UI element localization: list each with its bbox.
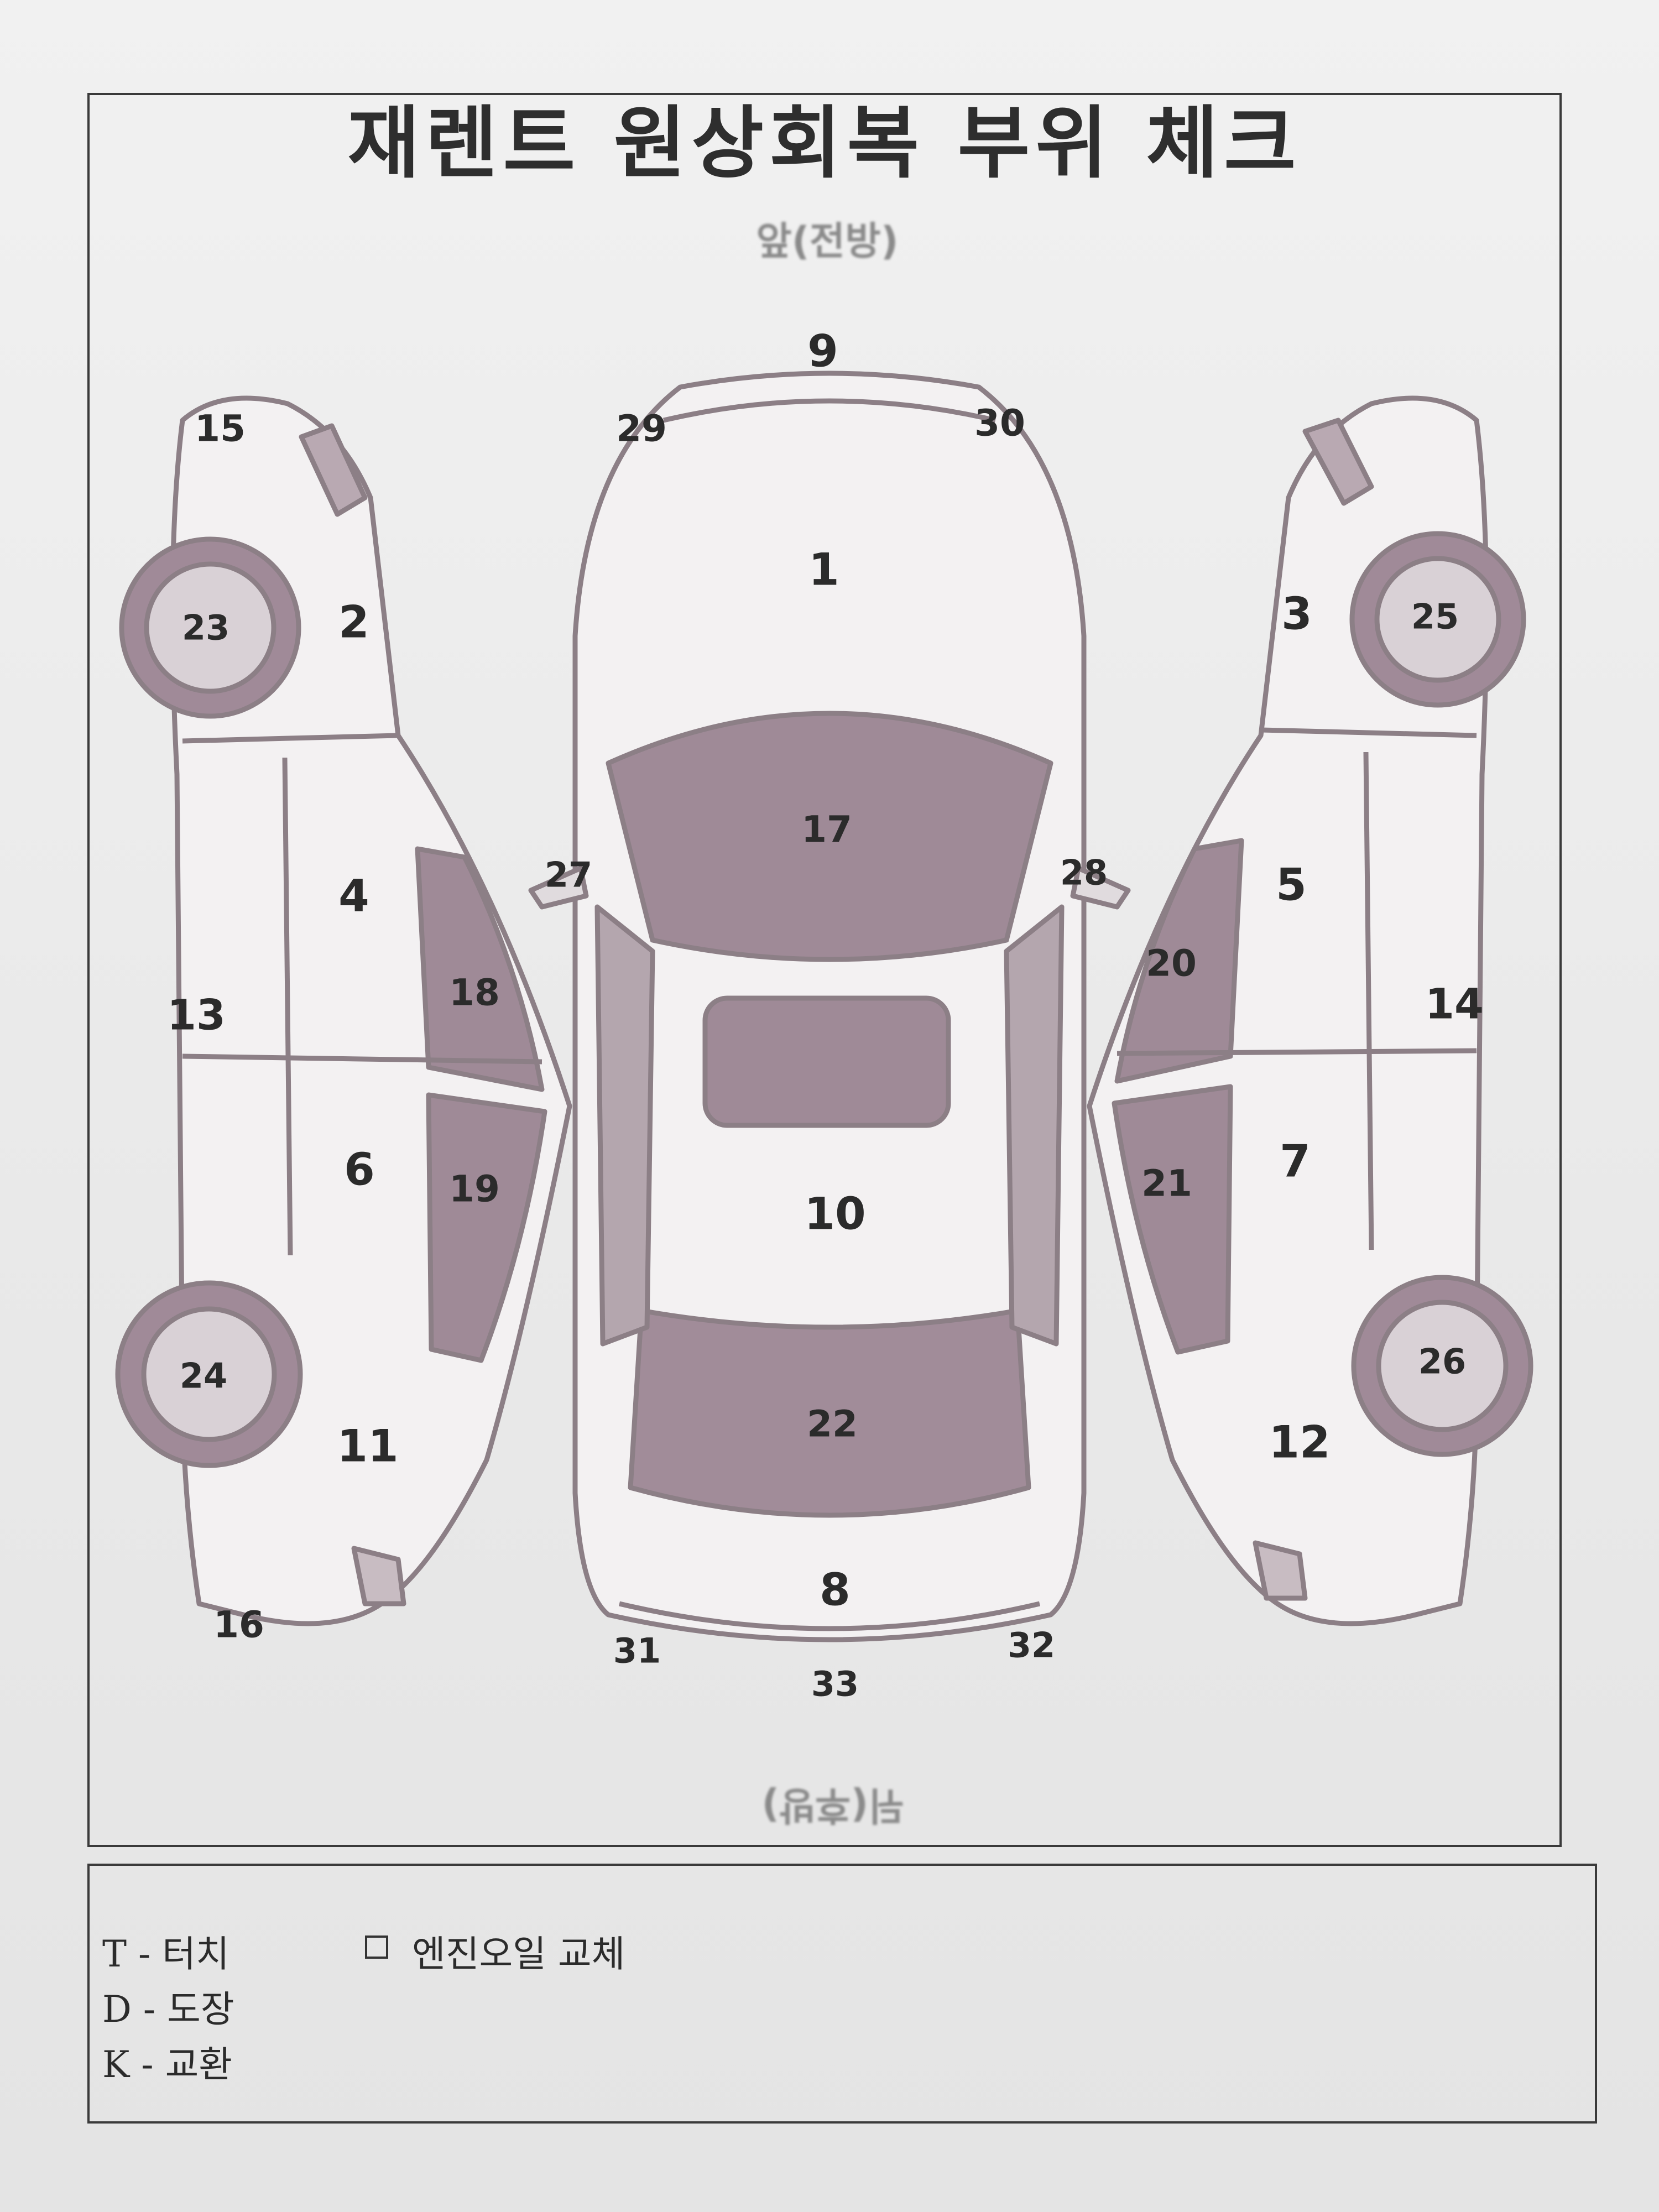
part-label-right-rear-fender: 12: [1269, 1417, 1330, 1468]
part-label-roof-front: 9: [807, 326, 838, 377]
part-label-left-rear-wheel: 24: [180, 1356, 227, 1396]
diagram-frame: [87, 93, 1562, 1847]
part-label-corner-fr: 30: [974, 402, 1025, 445]
page-title: 재렌트 원상회복 부위 체크: [347, 98, 1302, 189]
part-label-right-rear-wheel: 26: [1418, 1342, 1466, 1382]
part-label-left-front-window: 18: [449, 972, 500, 1014]
right-taillight-shape: [1253, 1540, 1308, 1601]
part-label-corner-fl: 29: [616, 408, 667, 450]
part-label-left-front-fender: 2: [338, 597, 369, 648]
part-label-left-front-door: 4: [338, 870, 369, 922]
top-left-side-glass: [594, 904, 655, 1347]
left-taillight-shape: [351, 1546, 406, 1606]
legend-paint: D - 도장: [102, 1988, 234, 2031]
mirror-right-shape: [1070, 865, 1131, 910]
sunroof-glass: [702, 995, 951, 1128]
part-label-rear-bumper: 33: [811, 1664, 859, 1704]
front-bumper-line: [662, 398, 997, 423]
part-label-windshield: 17: [801, 808, 852, 851]
part-label-left-front-wheel: 23: [182, 608, 229, 648]
part-label-left-rear-window: 19: [449, 1168, 500, 1211]
part-label-corner-rl: 31: [613, 1631, 661, 1671]
part-label-left-sill: 13: [167, 990, 226, 1040]
engine-oil-checkbox[interactable]: [365, 1936, 388, 1959]
left-front-window-glass: [415, 846, 545, 1092]
part-label-sunroof-area: 10: [804, 1188, 865, 1240]
part-label-left-taillight: 16: [213, 1604, 264, 1646]
part-label-right-rear-door: 7: [1280, 1136, 1311, 1187]
part-label-left-headlight: 15: [195, 408, 246, 450]
part-label-right-front-fender: 3: [1281, 588, 1312, 640]
rear-window-glass: [628, 1308, 1031, 1518]
part-label-mirror-right: 28: [1060, 853, 1108, 893]
left-rear-window-glass: [426, 1092, 547, 1363]
engine-oil-label: 엔진오일 교체: [412, 1933, 625, 1975]
rear-bumper-line: [618, 1601, 1041, 1631]
legend-touch: T - 터치: [102, 1933, 229, 1975]
right-rear-window-glass: [1112, 1084, 1233, 1355]
part-label-rear-window: 22: [807, 1403, 858, 1446]
part-label-right-front-window: 20: [1146, 942, 1197, 985]
part-label-right-rear-window: 21: [1141, 1162, 1192, 1205]
right-front-window-glass: [1114, 838, 1244, 1084]
part-label-right-front-wheel: 25: [1411, 597, 1459, 637]
part-label-left-rear-fender: 11: [337, 1421, 398, 1472]
part-label-trunk: 8: [820, 1564, 851, 1616]
part-label-right-front-door: 5: [1276, 859, 1307, 911]
part-label-right-sill: 14: [1425, 979, 1484, 1029]
part-label-corner-rr: 32: [1008, 1625, 1055, 1666]
legend-frame: [87, 1864, 1597, 2124]
right-headlight-shape: [1302, 418, 1374, 506]
part-label-hood: 1: [808, 544, 839, 596]
top-right-side-glass: [1004, 904, 1065, 1347]
left-headlight-shape: [299, 423, 368, 517]
part-label-mirror-left: 27: [545, 855, 592, 895]
windshield-glass: [606, 711, 1053, 962]
front-orientation-label: 앞(전방): [756, 218, 899, 264]
mirror-left-shape: [528, 865, 589, 910]
legend-replace: K - 교환: [102, 2043, 233, 2086]
part-label-left-rear-door: 6: [344, 1144, 375, 1196]
